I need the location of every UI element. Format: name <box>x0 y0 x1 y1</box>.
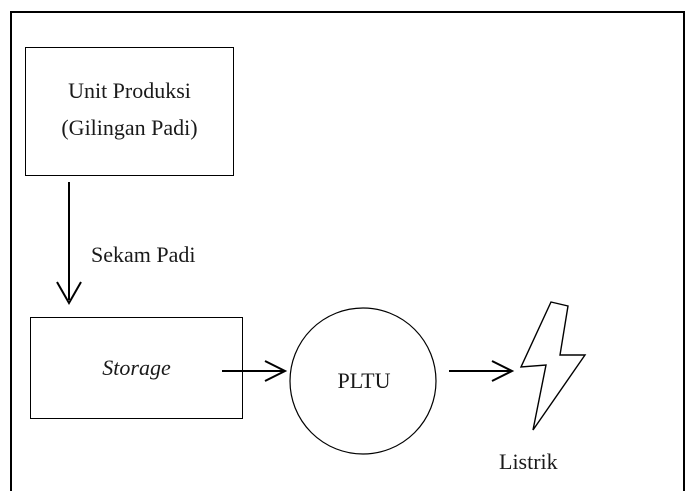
arrow-pltu-to-listrik <box>449 360 515 382</box>
arrow-production-to-storage <box>56 182 82 306</box>
output-label: Listrik <box>499 449 558 474</box>
pltu-circle <box>289 307 437 455</box>
production-unit-sublabel: (Gilingan Padi) <box>61 115 198 140</box>
diagram-connectors <box>56 182 587 455</box>
byproduct-label: Sekam Padi <box>91 242 196 267</box>
production-unit-label: Unit Produksi <box>68 78 191 103</box>
diagram-frame <box>10 11 685 491</box>
lightning-bolt-icon <box>519 301 587 431</box>
storage-label: Storage <box>102 355 171 380</box>
production-unit-box: Unit Produksi (Gilingan Padi) <box>25 47 234 176</box>
storage-box: Storage <box>30 317 243 419</box>
pltu-label: PLTU <box>337 368 391 393</box>
arrow-storage-to-pltu <box>222 360 288 382</box>
